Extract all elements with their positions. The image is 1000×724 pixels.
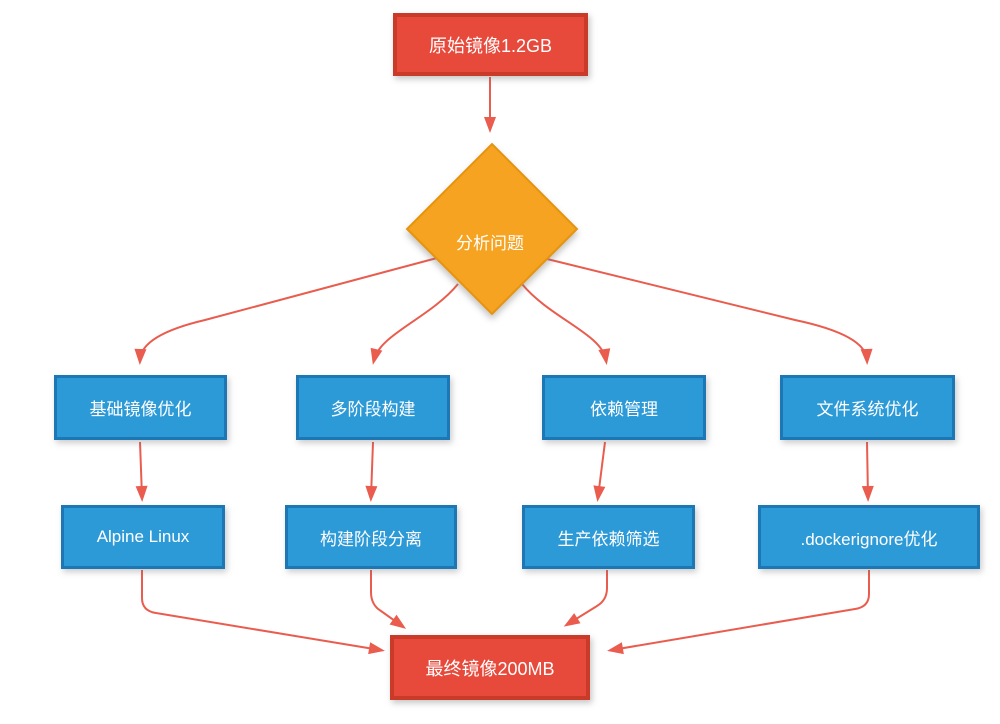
edge-branch4-detail4 (861, 441, 874, 502)
edge-branch1-detail1 (135, 441, 148, 502)
node-branch-base-image: 基础镜像优化 (54, 375, 227, 440)
edge-decision-branch4 (542, 257, 873, 365)
node-detail-alpine-linux: Alpine Linux (61, 505, 225, 569)
node-branch-filesystem: 文件系统优化 (780, 375, 955, 440)
node-end-final-image: 最终镜像200MB (390, 635, 590, 700)
edge-detail3-end (563, 570, 608, 627)
edge-branch3-detail3 (593, 441, 606, 502)
node-decision-label: 分析问题 (456, 233, 524, 253)
node-detail-build-stage-separation: 构建阶段分离 (285, 505, 457, 569)
node-start-original-image: 原始镜像1.2GB (393, 13, 588, 76)
edge-decision-branch1 (134, 257, 438, 365)
node-detail-dockerignore: .dockerignore优化 (758, 505, 980, 569)
edge-branch2-detail2 (365, 441, 378, 502)
edge-detail4-end (607, 570, 870, 655)
edge-detail1-end (141, 570, 385, 655)
edge-detail2-end (370, 570, 407, 629)
node-detail-production-deps: 生产依赖筛选 (522, 505, 695, 569)
node-branch-dependency-management: 依赖管理 (542, 375, 706, 440)
node-branch-multistage-build: 多阶段构建 (296, 375, 450, 440)
